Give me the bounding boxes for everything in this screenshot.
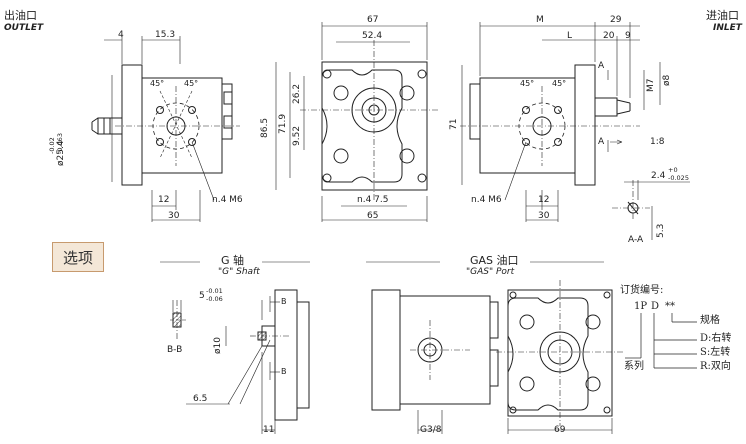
dim-69: 69 xyxy=(554,425,566,435)
order-code-left: S:左转 xyxy=(700,347,731,358)
options-tag[interactable]: 选项 xyxy=(52,242,104,272)
outlet-label-en: OUTLET xyxy=(4,23,44,33)
dim-5-tol-up: -0.01 xyxy=(206,287,223,295)
dim-d8: ø8 xyxy=(662,74,672,86)
dim-2-4: 2.4 xyxy=(651,171,666,181)
inlet-label-cn: 进油口 xyxy=(706,9,739,22)
dim-5-tol-dn: -0.06 xyxy=(206,295,223,303)
dim-25-4-tol-up: -0.02 xyxy=(48,137,56,154)
dim-ratio-1-8: 1:8 xyxy=(650,137,665,147)
dim-11: 11 xyxy=(263,425,275,435)
order-code-d: D xyxy=(651,301,660,312)
section-bb-label: B-B xyxy=(167,345,183,355)
dim-52-4: 52.4 xyxy=(362,31,383,41)
dim-9: 9 xyxy=(625,31,631,41)
gas-port-title-en: "GAS" Port xyxy=(466,267,515,277)
dim-l: L xyxy=(567,31,573,41)
front-view xyxy=(275,22,440,222)
section-aa-detail xyxy=(612,180,690,240)
section-a-bottom: A xyxy=(598,137,605,147)
g-shaft-title-en: "G" Shaft xyxy=(218,267,260,277)
order-code-title: 订货编号: xyxy=(620,285,664,296)
outlet-side-view xyxy=(91,36,240,222)
dim-86-5: 86.5 xyxy=(260,117,270,138)
dim-25-4-tol-dn: -0.063 xyxy=(56,133,64,154)
dim-12-a: 12 xyxy=(158,195,170,205)
outlet-label-cn: 出油口 xyxy=(4,9,37,22)
order-code-right: D:右转 xyxy=(700,333,732,344)
dim-g3-8: G3/8 xyxy=(420,425,442,435)
section-a-top: A xyxy=(598,61,605,71)
dim-4: 4 xyxy=(118,30,124,40)
dim-5-3: 5.3 xyxy=(656,223,666,238)
section-b-top: B xyxy=(281,297,287,306)
dim-29: 29 xyxy=(610,15,622,25)
dim-65: 65 xyxy=(367,211,379,221)
order-code-1p: 1P xyxy=(634,301,648,312)
gas-port-title-cn: GAS 油口 xyxy=(470,254,519,267)
dim-71: 71 xyxy=(449,118,459,130)
dim-20: 20 xyxy=(603,31,615,41)
dim-30-a: 30 xyxy=(168,211,180,221)
section-aa-label: A-A xyxy=(628,235,644,245)
dim-45-b: 45° xyxy=(184,79,199,88)
g-shaft-title-cn: G 轴 xyxy=(221,254,245,267)
dim-m7: M7 xyxy=(646,78,656,93)
inlet-side-view xyxy=(460,22,661,222)
dim-71-9: 71.9 xyxy=(278,113,288,134)
dim-n4-7-5: n.4 7.5 xyxy=(357,195,389,205)
dim-67: 67 xyxy=(367,15,379,25)
dim-m: M xyxy=(536,15,544,25)
dim-n4-m6-a: n.4 M6 xyxy=(212,195,243,205)
dim-9-52: 9.52 xyxy=(292,125,302,146)
inlet-label-en: INLET xyxy=(713,23,742,33)
dim-15-3: 15.3 xyxy=(155,30,176,40)
dim-2-4-tol-dn: -0.025 xyxy=(668,174,689,182)
dim-26-2: 26.2 xyxy=(292,83,302,104)
order-code-spec: 规格 xyxy=(700,315,720,326)
gas-port-view xyxy=(366,261,624,434)
dim-5: 5 xyxy=(199,291,205,301)
dim-6-5: 6.5 xyxy=(193,394,208,404)
order-code-leaders xyxy=(625,313,697,369)
dim-n4-m6-b: n.4 M6 xyxy=(471,195,502,205)
dim-45-d: 45° xyxy=(552,79,567,88)
dim-2-4-tol-up: +0 xyxy=(668,166,678,174)
order-code-series: 系列 xyxy=(624,361,644,372)
dim-d10: ø10 xyxy=(213,337,223,354)
dim-45-a: 45° xyxy=(150,79,165,88)
order-code-stars: ** xyxy=(665,301,675,312)
g-shaft-view xyxy=(160,261,310,434)
dim-30-b: 30 xyxy=(538,211,550,221)
dim-45-c: 45° xyxy=(520,79,535,88)
order-code-both: R:双向 xyxy=(700,361,731,372)
section-b-bottom: B xyxy=(281,367,287,376)
dim-12-b: 12 xyxy=(538,195,550,205)
